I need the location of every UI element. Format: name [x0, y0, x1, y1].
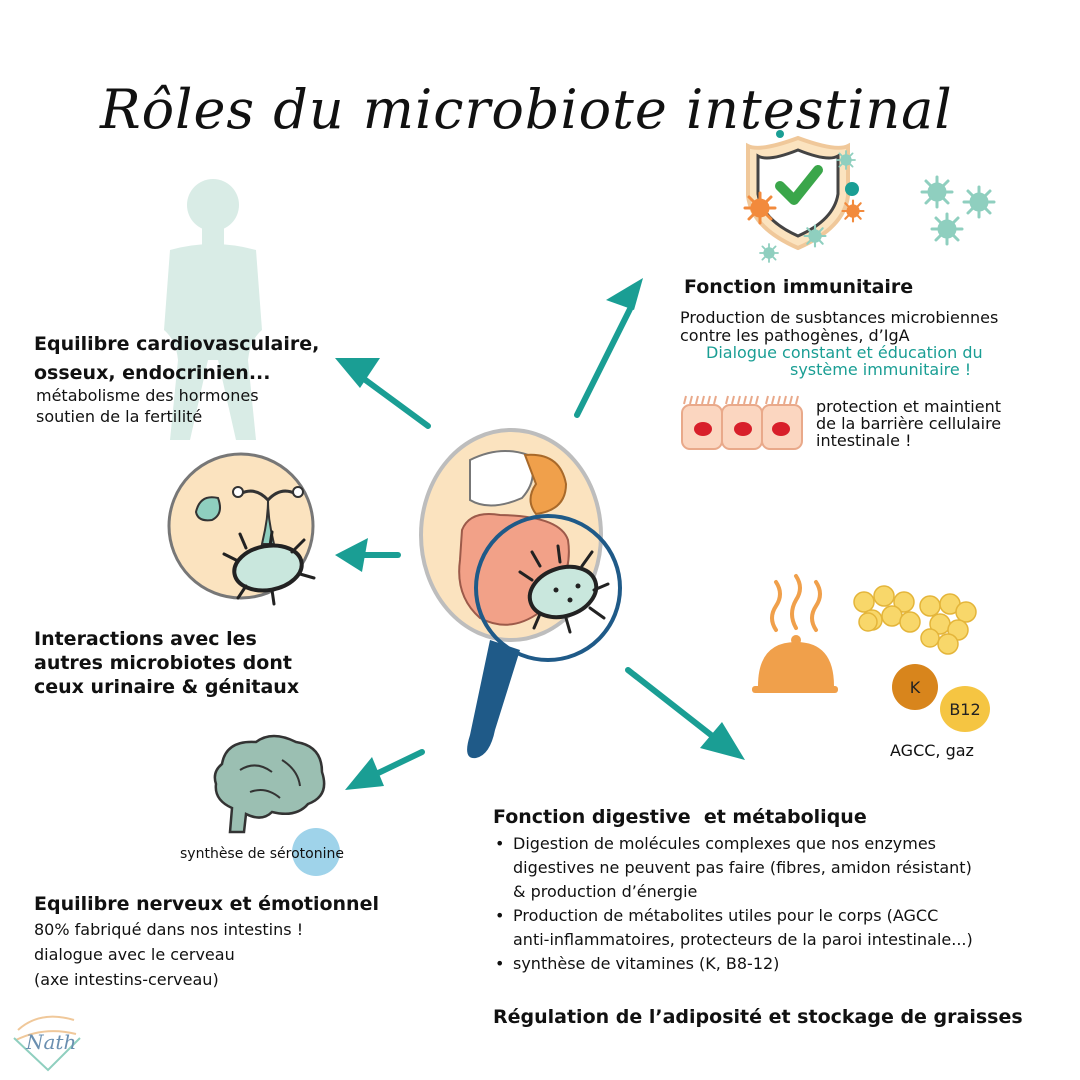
digestive-heading: Fonction digestive et métabolique — [493, 806, 867, 828]
interactions-line1: Interactions avec les — [34, 628, 257, 650]
digestive-bullet-1-cont: digestives ne peuvent pas faire (fibres,… — [513, 858, 972, 877]
immunitaire-teal-line1: Dialogue constant et éducation du — [706, 343, 983, 362]
magnifying-glass-icon — [467, 514, 622, 759]
intestine-cells-icon — [681, 395, 803, 450]
immunitaire-line2: contre les pathogènes, d’IgA — [680, 326, 910, 345]
barrier-line2: de la barrière cellulaire — [816, 414, 1002, 433]
bacterium-icon — [518, 544, 610, 634]
barrier-line3: intestinale ! — [816, 431, 912, 450]
fat-cells-icon — [853, 585, 977, 655]
page-title: Rôles du microbiote intestinal — [100, 78, 953, 141]
reproductive-organs-icon — [167, 452, 316, 606]
digestive-bullet-2-cont: anti-inflammatoires, protecteurs de la p… — [513, 930, 973, 949]
digestive-bullet-1-cont2: & production d’énergie — [513, 882, 698, 901]
nerveux-heading: Equilibre nerveux et émotionnel — [34, 893, 379, 915]
serotonin-label: synthèse de sérotonine — [180, 846, 344, 862]
vitamin-k-badge: K — [892, 664, 938, 710]
shield-check-icon — [746, 135, 850, 251]
immunitaire-heading: Fonction immunitaire — [684, 276, 914, 298]
interactions-line3: ceux urinaire & génitaux — [34, 676, 300, 698]
barrier-line1: protection et maintient — [816, 397, 1001, 416]
cardio-line2: soutien de la fertilité — [36, 407, 203, 426]
interactions-line2: autres microbiotes dont — [34, 652, 292, 674]
logo-text: Nath — [26, 1030, 77, 1054]
immunitaire-teal-line2: système immunitaire ! — [790, 360, 972, 379]
cardio-heading-line1: Equilibre cardiovasculaire, — [34, 333, 320, 355]
virus-icon — [743, 130, 996, 263]
cardio-heading-line2: osseux, endocrinien... — [34, 362, 271, 384]
brain-icon — [213, 734, 340, 876]
agcc-label: AGCC, gaz — [890, 741, 974, 760]
nerveux-line3: (axe intestins-cerveau) — [34, 970, 219, 989]
regulation-heading: Régulation de l’adiposité et stockage de… — [493, 1006, 1023, 1028]
immunitaire-line1: Production de susbtances microbiennes — [680, 308, 999, 327]
nerveux-line2: dialogue avec le cerveau — [34, 945, 235, 964]
logo-icon — [13, 1015, 81, 1072]
digestive-list: Digestion de molécules complexes que nos… — [493, 832, 1073, 976]
food-cloche-icon — [752, 574, 838, 693]
arrow-icon — [335, 278, 745, 790]
digestive-bullet-1: Digestion de molécules complexes que nos… — [493, 832, 1073, 856]
nerveux-line1: 80% fabriqué dans nos intestins ! — [34, 920, 304, 939]
vitamin-b12-badge: B12 — [940, 686, 990, 732]
human-silhouette-icon — [164, 179, 262, 440]
digestive-bullet-3: synthèse de vitamines (K, B8-12) — [493, 952, 1073, 976]
cardio-line1: métabolisme des hormones — [36, 386, 259, 405]
digestive-bullet-2: Production de métabolites utiles pour le… — [493, 904, 1073, 928]
